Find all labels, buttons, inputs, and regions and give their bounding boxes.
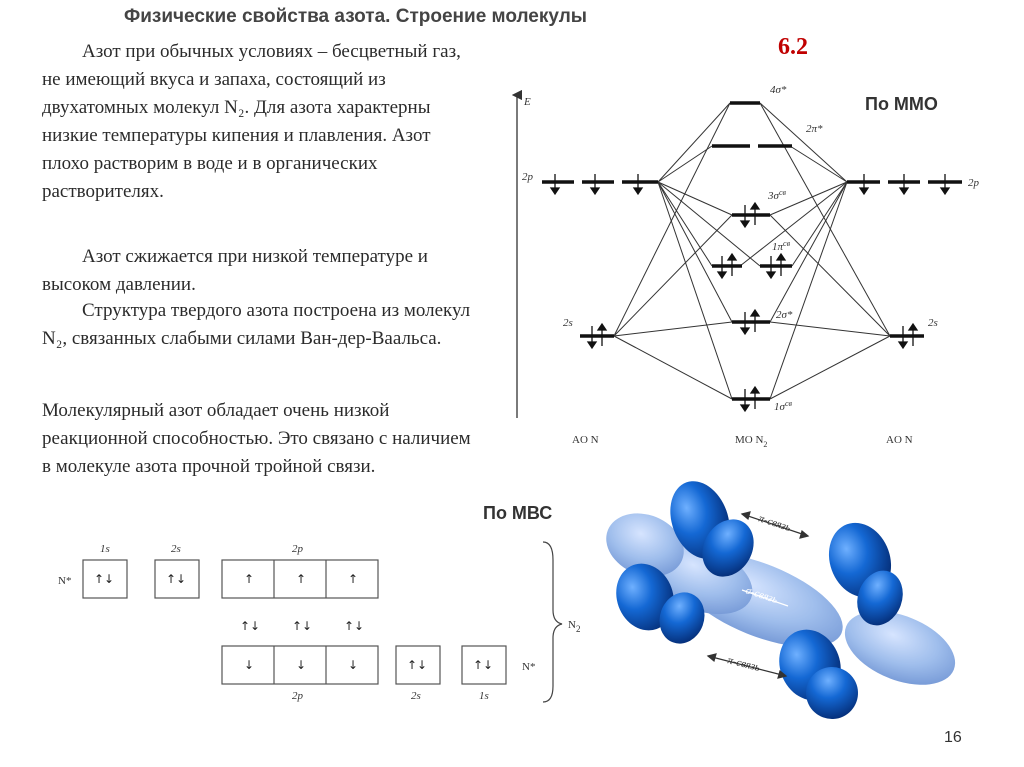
header-1s-bottom: 1s [479, 690, 489, 702]
label-ao-left: AO N [572, 434, 599, 446]
cell-2p2-bottom: ↓ [296, 658, 306, 672]
electron-arrows [549, 174, 951, 413]
page-title: Физические свойства азота. Строение моле… [124, 6, 587, 27]
paragraph-properties: Азот при обычных условиях – бесцветный г… [42, 41, 461, 202]
pair-arrow-1: ↑↓ [240, 619, 260, 633]
cell-2p2-top: ↑ [296, 572, 306, 586]
header-2p-bottom: 2p [292, 690, 304, 702]
cell-2s-bottom: ↑↓ [407, 658, 427, 672]
pi-bond-bottom-label: π-связь [726, 654, 761, 674]
paragraph-solid-structure: Структура твердого азота построена из мо… [42, 300, 471, 349]
vb-top-boxes [82, 559, 379, 599]
molecule-label: N2 [568, 619, 580, 634]
page-number: 16 [944, 729, 962, 746]
vb-heading: По МВС [483, 503, 553, 523]
ao-left-levels [542, 180, 658, 338]
cell-2s-top: ↑↓ [166, 572, 186, 586]
cell-1s-top: ↑↓ [94, 572, 114, 586]
label-2s-right: 2s [928, 317, 938, 329]
sigma-bond-lobes [606, 513, 956, 685]
slide-code: 6.2 [778, 34, 808, 60]
label-4sigma: 4σ* [770, 84, 787, 96]
header-1s-top: 1s [100, 543, 110, 555]
right-atom-lobes [779, 522, 903, 719]
brace [542, 541, 563, 703]
mo-connecting-lines [613, 102, 891, 400]
mo-heading: По ММО [865, 94, 938, 114]
label-ao-right: AO N [886, 434, 913, 446]
cell-2p1-top: ↑ [244, 572, 254, 586]
pair-arrow-2: ↑↓ [292, 619, 312, 633]
label-2p-left: 2p [522, 171, 534, 183]
cell-2p3-bottom: ↓ [348, 658, 358, 672]
vb-bottom-boxes [221, 645, 507, 685]
row-label-bottom: N* [522, 661, 535, 673]
paragraph-liquefaction: Азот сжижается при низкой температуре и … [42, 246, 428, 295]
energy-axis-label: E [523, 96, 531, 108]
label-2pi: 2π* [806, 123, 823, 135]
header-2s-bottom: 2s [411, 690, 421, 702]
label-1sigma: 1σсв [774, 399, 792, 413]
row-label-top: N* [58, 575, 71, 587]
mo-levels [712, 101, 792, 401]
cell-2p3-top: ↑ [348, 572, 358, 586]
pi-bond-top-label: π-связь [757, 512, 792, 534]
cell-1s-bottom: ↑↓ [473, 658, 493, 672]
label-2p-right: 2p [968, 177, 980, 189]
paragraph-reactivity: Молекулярный азот обладает очень низкой … [42, 400, 471, 477]
label-mo-center: MO N2 [735, 434, 767, 449]
bond-arrows [706, 511, 810, 679]
label-1pi: 1πсв [772, 239, 791, 253]
label-2sigma: 2σ* [776, 309, 793, 321]
pair-arrow-3: ↑↓ [344, 619, 364, 633]
header-2s-top: 2s [171, 543, 181, 555]
label-2s-left: 2s [563, 317, 573, 329]
cell-2p1-bottom: ↓ [244, 658, 254, 672]
label-3sigma: 3σсв [767, 188, 786, 202]
left-atom-lobes [616, 481, 754, 644]
header-2p-top: 2p [292, 543, 304, 555]
